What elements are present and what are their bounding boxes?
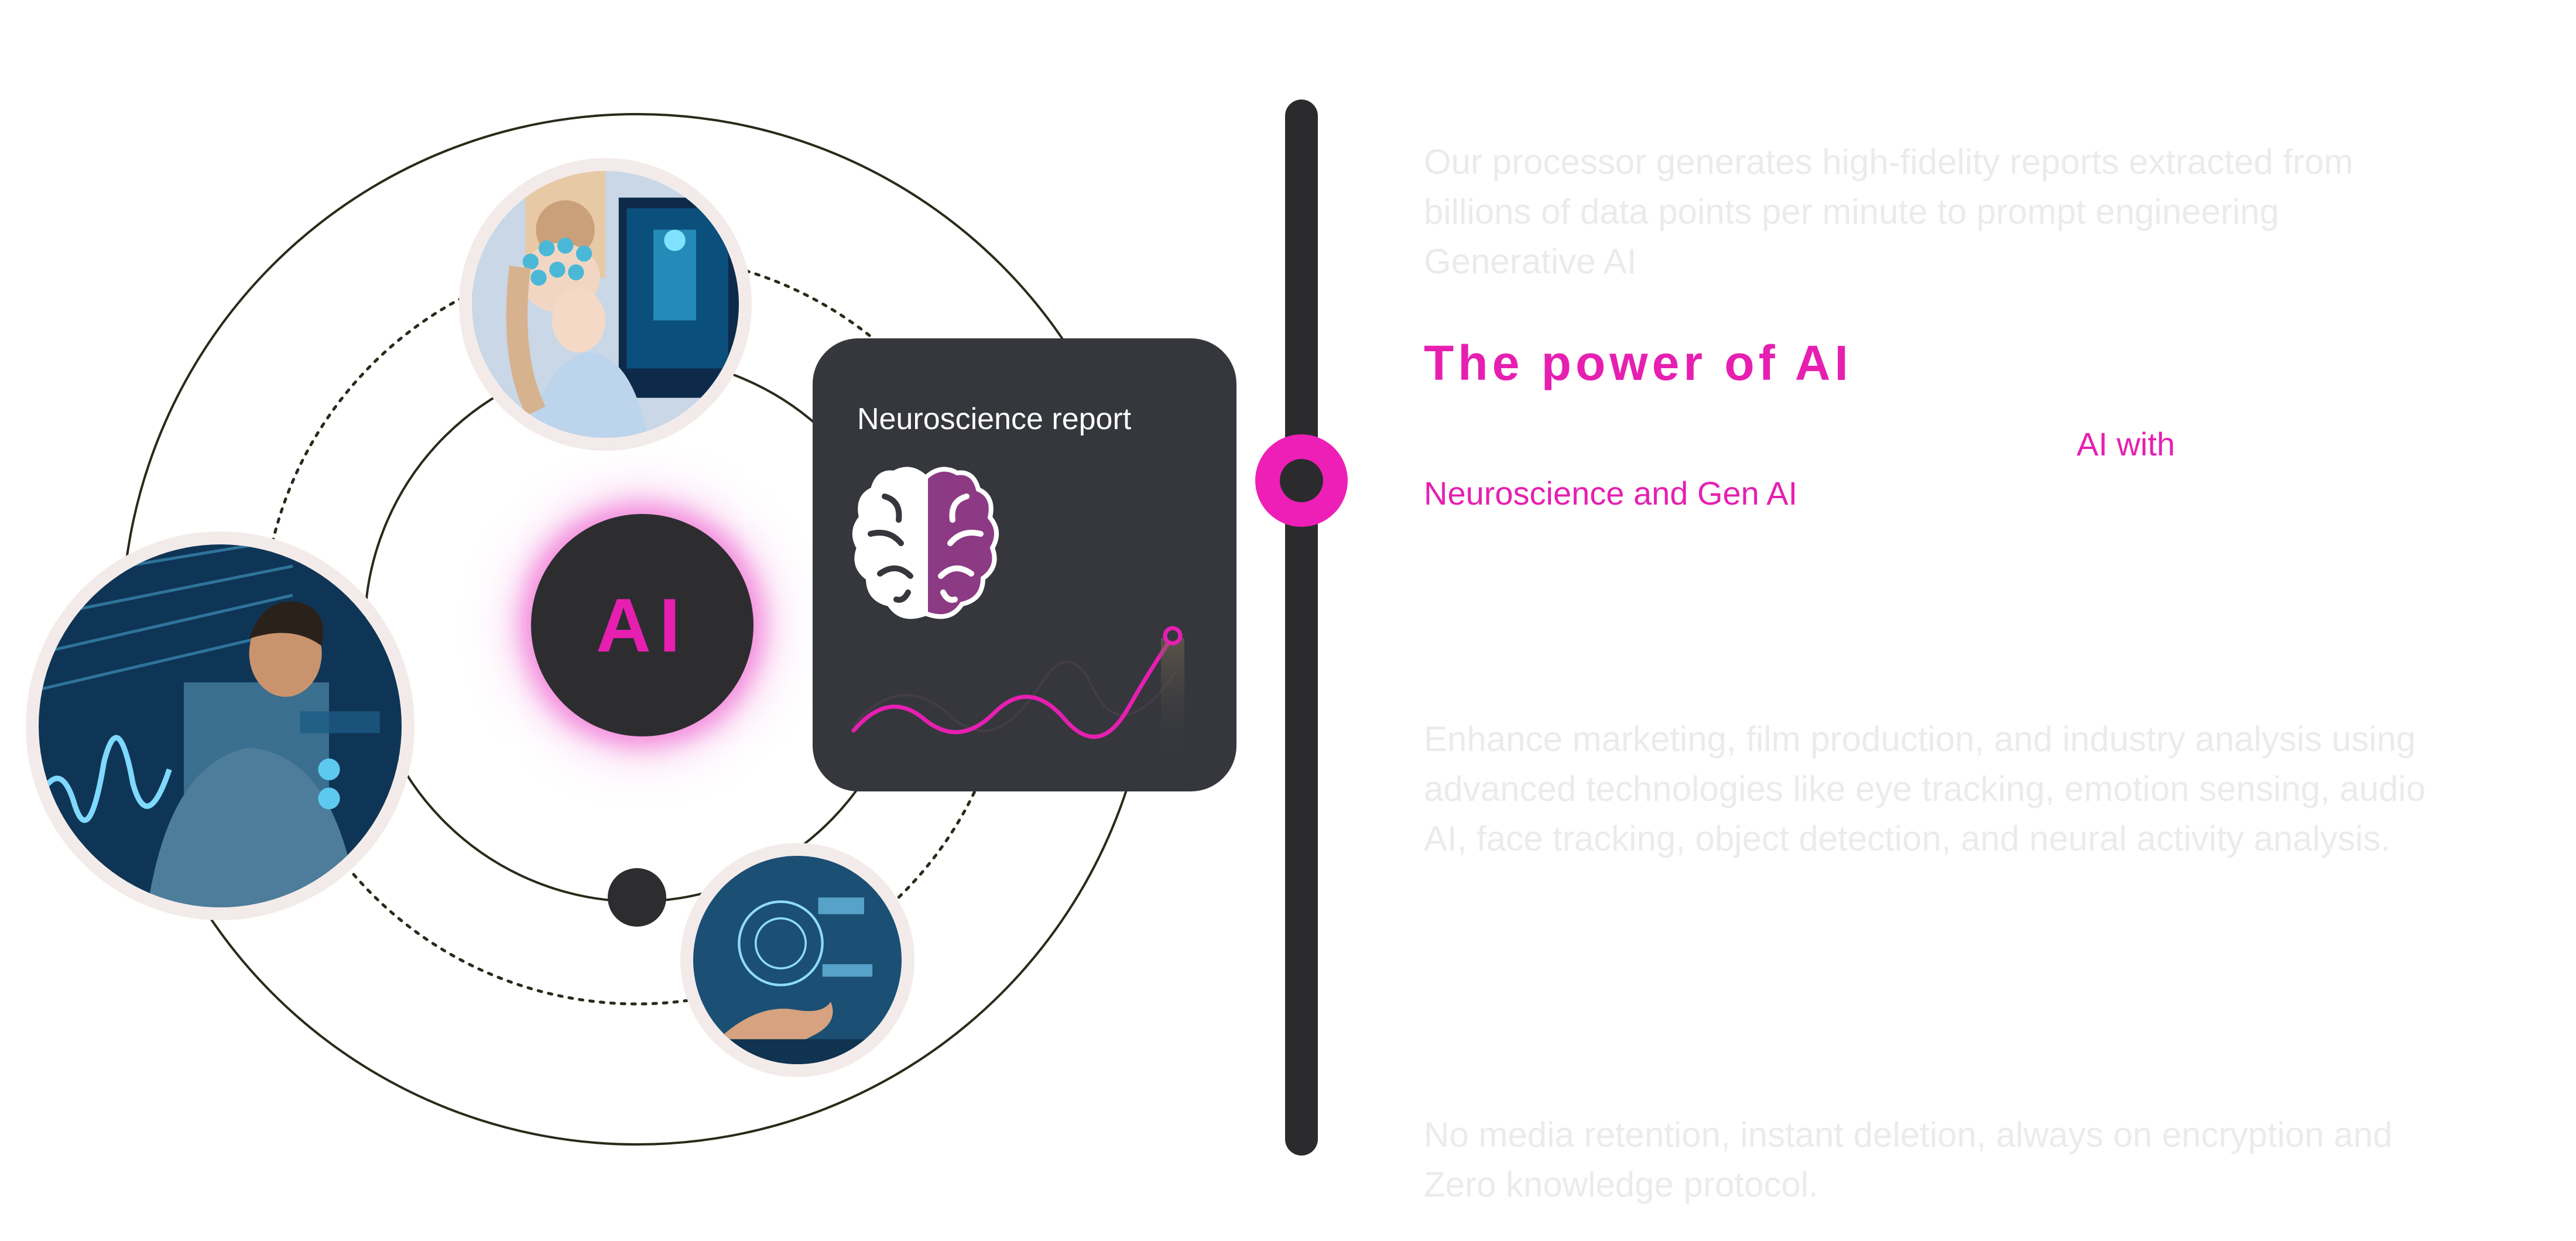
ai-hand-hologram-photo: [680, 843, 914, 1077]
section-subline-b: Neuroscience and Gen AI: [1424, 475, 1798, 512]
ai-core-label: AI: [596, 582, 688, 668]
timeline-active-marker[interactable]: [1255, 434, 1348, 527]
report-card-title: Neuroscience report: [857, 402, 1132, 436]
timeline-marker-inner: [1280, 459, 1323, 502]
trader-hologram-photo: [26, 532, 415, 920]
signal-wave-chart: [851, 626, 1184, 760]
brain-icon: [852, 467, 999, 619]
orbit-node: [608, 868, 666, 927]
ai-core-badge: AI: [531, 514, 753, 736]
eeg-headset-photo: [459, 158, 752, 451]
timeline-track: [1285, 100, 1318, 1156]
section-processor-text: Our processor generates high-fidelity re…: [1424, 142, 2354, 281]
section-subline-a: AI with: [2077, 426, 2176, 462]
section-applications-text: Enhance marketing, film production, and …: [1424, 719, 2426, 858]
section-heading: The power of AI: [1424, 335, 1852, 390]
section-privacy-text: No media retention, instant deletion, al…: [1424, 1115, 2393, 1204]
neuroscience-report-card: Neuroscience report: [813, 338, 1236, 791]
